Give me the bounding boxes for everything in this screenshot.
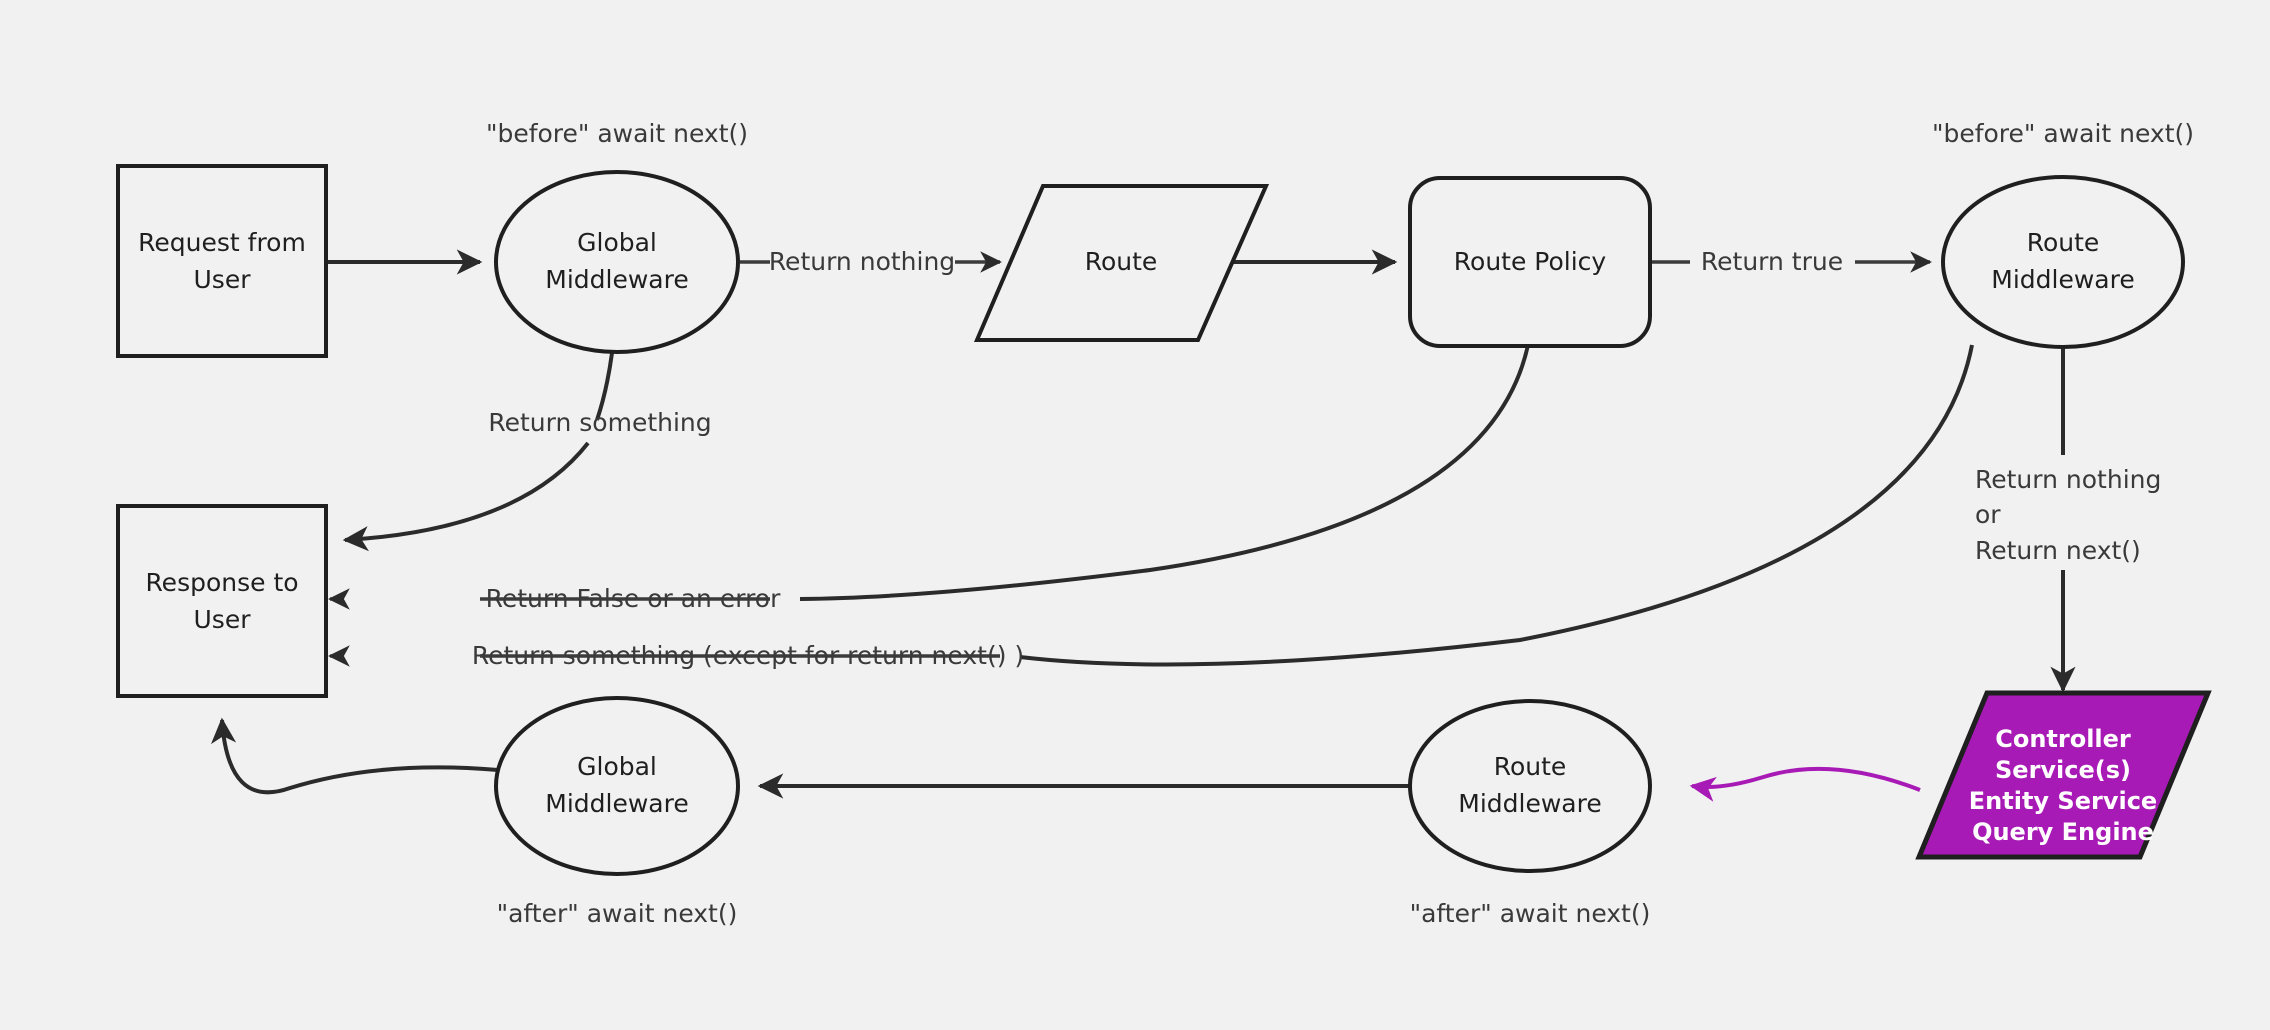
node-route[interactable]: Route [973, 184, 1270, 342]
edge-route-policy-to-route-middleware: Return true [1650, 247, 1932, 276]
node-label-controller-line4: Query Engine [1972, 818, 2154, 846]
node-label-route-middleware-after-line1: Route [1494, 752, 1567, 781]
node-label-controller-line1: Controller [1995, 725, 2131, 753]
edge-global-after-to-response [210, 717, 499, 795]
node-label-global-middleware-after-line2: Middleware [545, 789, 688, 818]
edge-route-middleware-to-controller: Return nothing or Return next() [1975, 322, 2161, 693]
edge-controller-to-route-middleware-after [1689, 766, 1921, 802]
node-route-middleware-after[interactable]: Route Middleware [1408, 699, 1652, 873]
node-label-route-middleware-before-line1: Route [2027, 228, 2100, 257]
node-route-policy[interactable]: Route Policy [1408, 176, 1652, 348]
edge-label-return-false-or-error: Return False or an error [486, 584, 781, 613]
node-label-route-middleware-before-line2: Middleware [1991, 265, 2134, 294]
node-label-response-to-user-line1: Response to [145, 568, 298, 597]
node-route-middleware-before[interactable]: Route Middleware [1941, 175, 2185, 349]
edge-route-policy-to-response: Return False or an error [328, 344, 1530, 613]
annotation-after-await-next-global: "after" await next() [497, 899, 738, 928]
edge-global-middleware-to-response: Return something [342, 352, 712, 552]
node-global-middleware-before[interactable]: Global Middleware [494, 170, 740, 354]
edge-label-return-something: Return something [488, 408, 711, 437]
annotation-after-await-next-route: "after" await next() [1410, 899, 1651, 928]
node-label-route: Route [1085, 247, 1158, 276]
node-label-global-middleware-before-line1: Global [577, 228, 657, 257]
node-label-global-middleware-before-line2: Middleware [545, 265, 688, 294]
node-controller-service[interactable]: Controller Service(s) Entity Service Que… [1915, 690, 2212, 860]
edge-label-return-true: Return true [1701, 247, 1843, 276]
edge-label-return-nothing: Return nothing [769, 247, 955, 276]
node-response-to-user[interactable]: Response to User [116, 504, 328, 698]
edge-label-return-something-except: Return something (except for return next… [472, 641, 1024, 670]
annotation-before-await-next-route: "before" await next() [1932, 119, 2194, 148]
node-label-request-from-user-line2: User [194, 265, 252, 294]
node-label-global-middleware-after-line1: Global [577, 752, 657, 781]
edge-route-middleware-to-response: Return something (except for return next… [328, 344, 1974, 670]
node-label-controller-line3: Entity Service [1969, 787, 2157, 815]
annotation-before-await-next-global: "before" await next() [486, 119, 748, 148]
node-global-middleware-after[interactable]: Global Middleware [494, 696, 740, 876]
edge-label-return-nothing-2: Return nothing [1975, 465, 2161, 494]
node-label-request-from-user-line1: Request from [138, 228, 306, 257]
node-label-route-middleware-after-line2: Middleware [1458, 789, 1601, 818]
node-request-from-user[interactable]: Request from User [116, 164, 328, 358]
node-label-controller-line2: Service(s) [1995, 756, 2131, 784]
node-label-response-to-user-line2: User [194, 605, 252, 634]
edge-label-or: or [1975, 500, 2001, 529]
node-label-route-policy: Route Policy [1454, 247, 1607, 276]
edge-label-return-next: Return next() [1975, 536, 2141, 565]
edge-global-middleware-to-route: Return nothing [740, 247, 1002, 276]
